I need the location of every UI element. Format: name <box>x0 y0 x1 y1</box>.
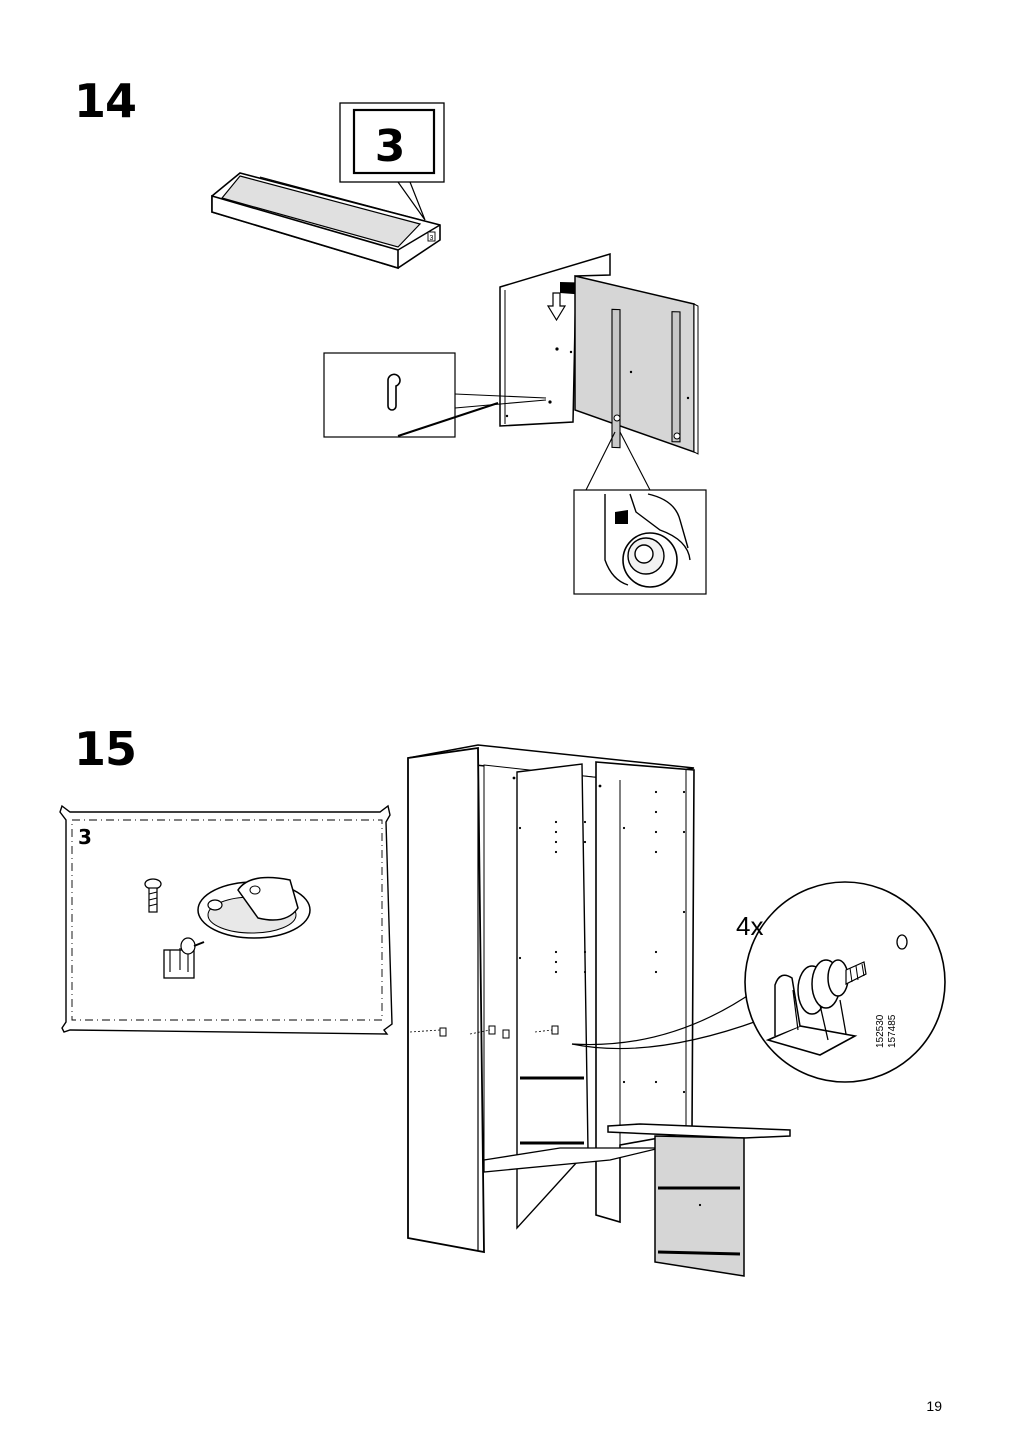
part-code-1: 152530 <box>875 1014 886 1048</box>
step-number-14: 14 <box>74 74 137 128</box>
screw-icon <box>144 878 162 913</box>
hardware-bag: 3 <box>59 804 393 1035</box>
rail-detail <box>573 431 707 595</box>
hole-icon <box>896 934 908 950</box>
board-part: 3 <box>211 172 441 270</box>
page-number: 19 <box>926 1398 942 1414</box>
wardrobe-frame <box>407 744 695 1254</box>
bracket-icon <box>197 876 311 939</box>
part-tag: 3 <box>430 235 434 242</box>
keyhole-detail <box>323 352 547 438</box>
bag-label: 3 <box>78 825 92 849</box>
connector-zoom-callout: 4x 152530 157485 <box>571 881 946 1083</box>
keyhole-slot-icon <box>387 373 401 411</box>
connector-icon <box>163 937 205 979</box>
step-number-15: 15 <box>74 722 137 776</box>
part-code-2: 157485 <box>887 1014 898 1048</box>
grey-panel <box>574 275 699 455</box>
part-label-callout: 3 <box>339 102 445 221</box>
insert-panel <box>607 1123 791 1277</box>
quantity-label: 4x <box>736 911 763 941</box>
part-label-number: 3 <box>375 121 406 172</box>
